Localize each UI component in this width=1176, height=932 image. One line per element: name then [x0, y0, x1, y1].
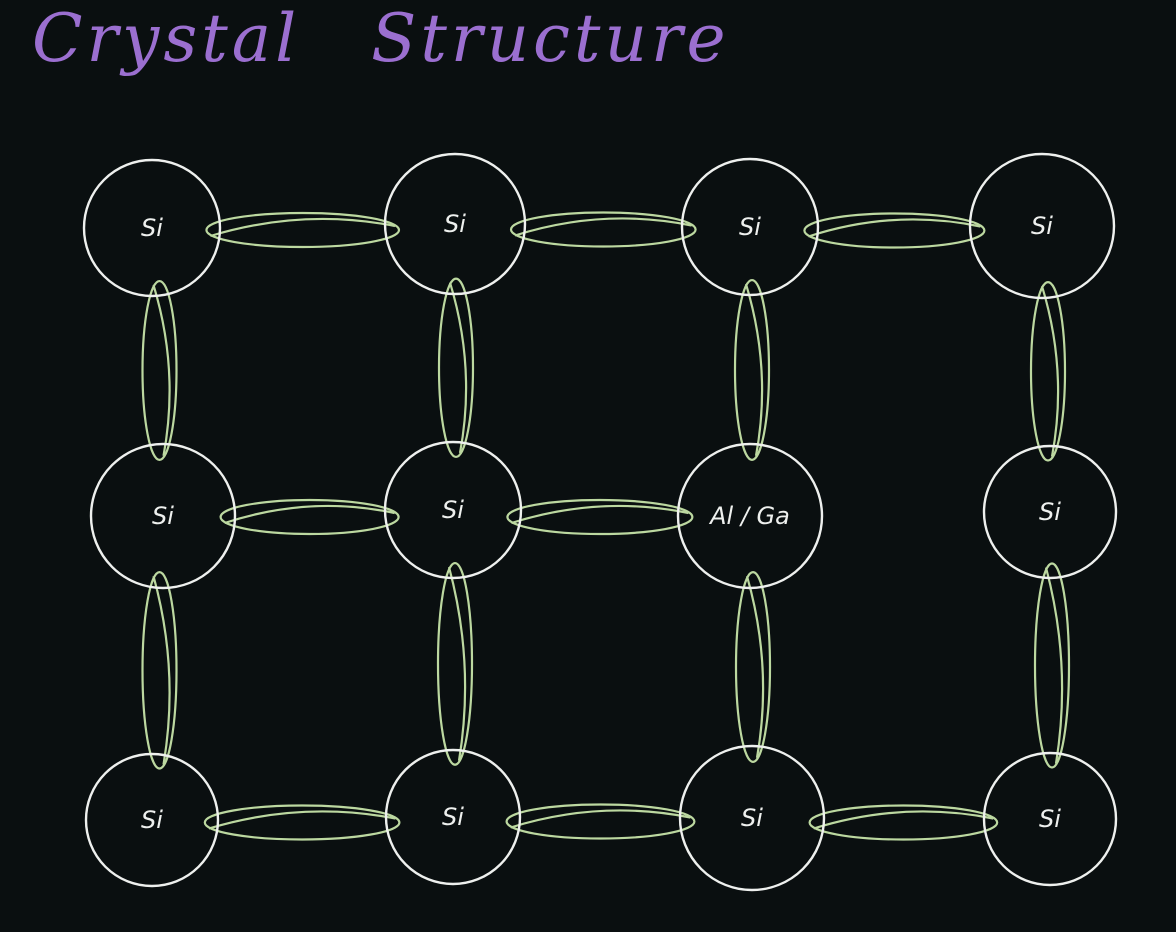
atom: Si: [84, 752, 220, 888]
atom: Si: [383, 152, 527, 296]
bond-vertical: [141, 571, 178, 770]
bond-horizontal: [505, 803, 696, 840]
bond-horizontal: [808, 804, 999, 841]
atom-circle: [89, 442, 237, 590]
atom: Si: [680, 157, 820, 297]
atom-label: Si: [444, 210, 466, 238]
bond-layer: [141, 211, 1071, 841]
atom-label: Si: [1039, 498, 1061, 526]
atom-label: Si: [442, 803, 464, 831]
atom: Si: [968, 152, 1116, 300]
atom-circle: [676, 442, 824, 590]
atom-label: Si: [141, 806, 163, 834]
bond-horizontal: [203, 804, 401, 841]
atom-circle: [678, 744, 826, 892]
atom-circle: [383, 152, 527, 296]
bond-vertical: [141, 279, 178, 461]
atom-label: Si: [152, 502, 174, 530]
atom-label: Si: [442, 496, 464, 524]
atom: Al / Ga: [676, 442, 824, 590]
atom-label: Al / Ga: [708, 502, 790, 530]
atom-circle: [680, 157, 820, 297]
bond-vertical: [1033, 562, 1071, 769]
atom-circle: [384, 748, 522, 886]
atom-circle: [84, 752, 220, 888]
bond-horizontal: [219, 498, 400, 536]
bond-horizontal: [205, 211, 401, 249]
bond-vertical: [437, 277, 475, 459]
atom: Si: [982, 751, 1118, 887]
atom: Si: [82, 158, 222, 298]
atom: Si: [982, 444, 1118, 580]
bond-horizontal: [803, 212, 986, 249]
atom: Si: [384, 748, 522, 886]
atom: Si: [678, 744, 826, 892]
bond-vertical: [436, 561, 474, 766]
page-title: Crystal Structure: [32, 0, 730, 77]
bond-horizontal: [509, 211, 697, 248]
atom-circle: [82, 158, 222, 298]
bond-vertical: [734, 571, 772, 763]
atom-label: Si: [1039, 805, 1061, 833]
atom-circle: [982, 444, 1118, 580]
atom-circle: [982, 751, 1118, 887]
bond-vertical: [733, 278, 771, 461]
atom: Si: [383, 440, 523, 580]
atom-circle: [383, 440, 523, 580]
atom-label: Si: [141, 214, 163, 242]
atom: Si: [89, 442, 237, 590]
bond-vertical: [1029, 281, 1067, 462]
atom-label: Si: [1031, 212, 1053, 240]
atom-label: Si: [739, 213, 761, 241]
bond-horizontal: [506, 498, 694, 536]
atom-circle: [968, 152, 1116, 300]
atom-label: Si: [741, 804, 763, 832]
